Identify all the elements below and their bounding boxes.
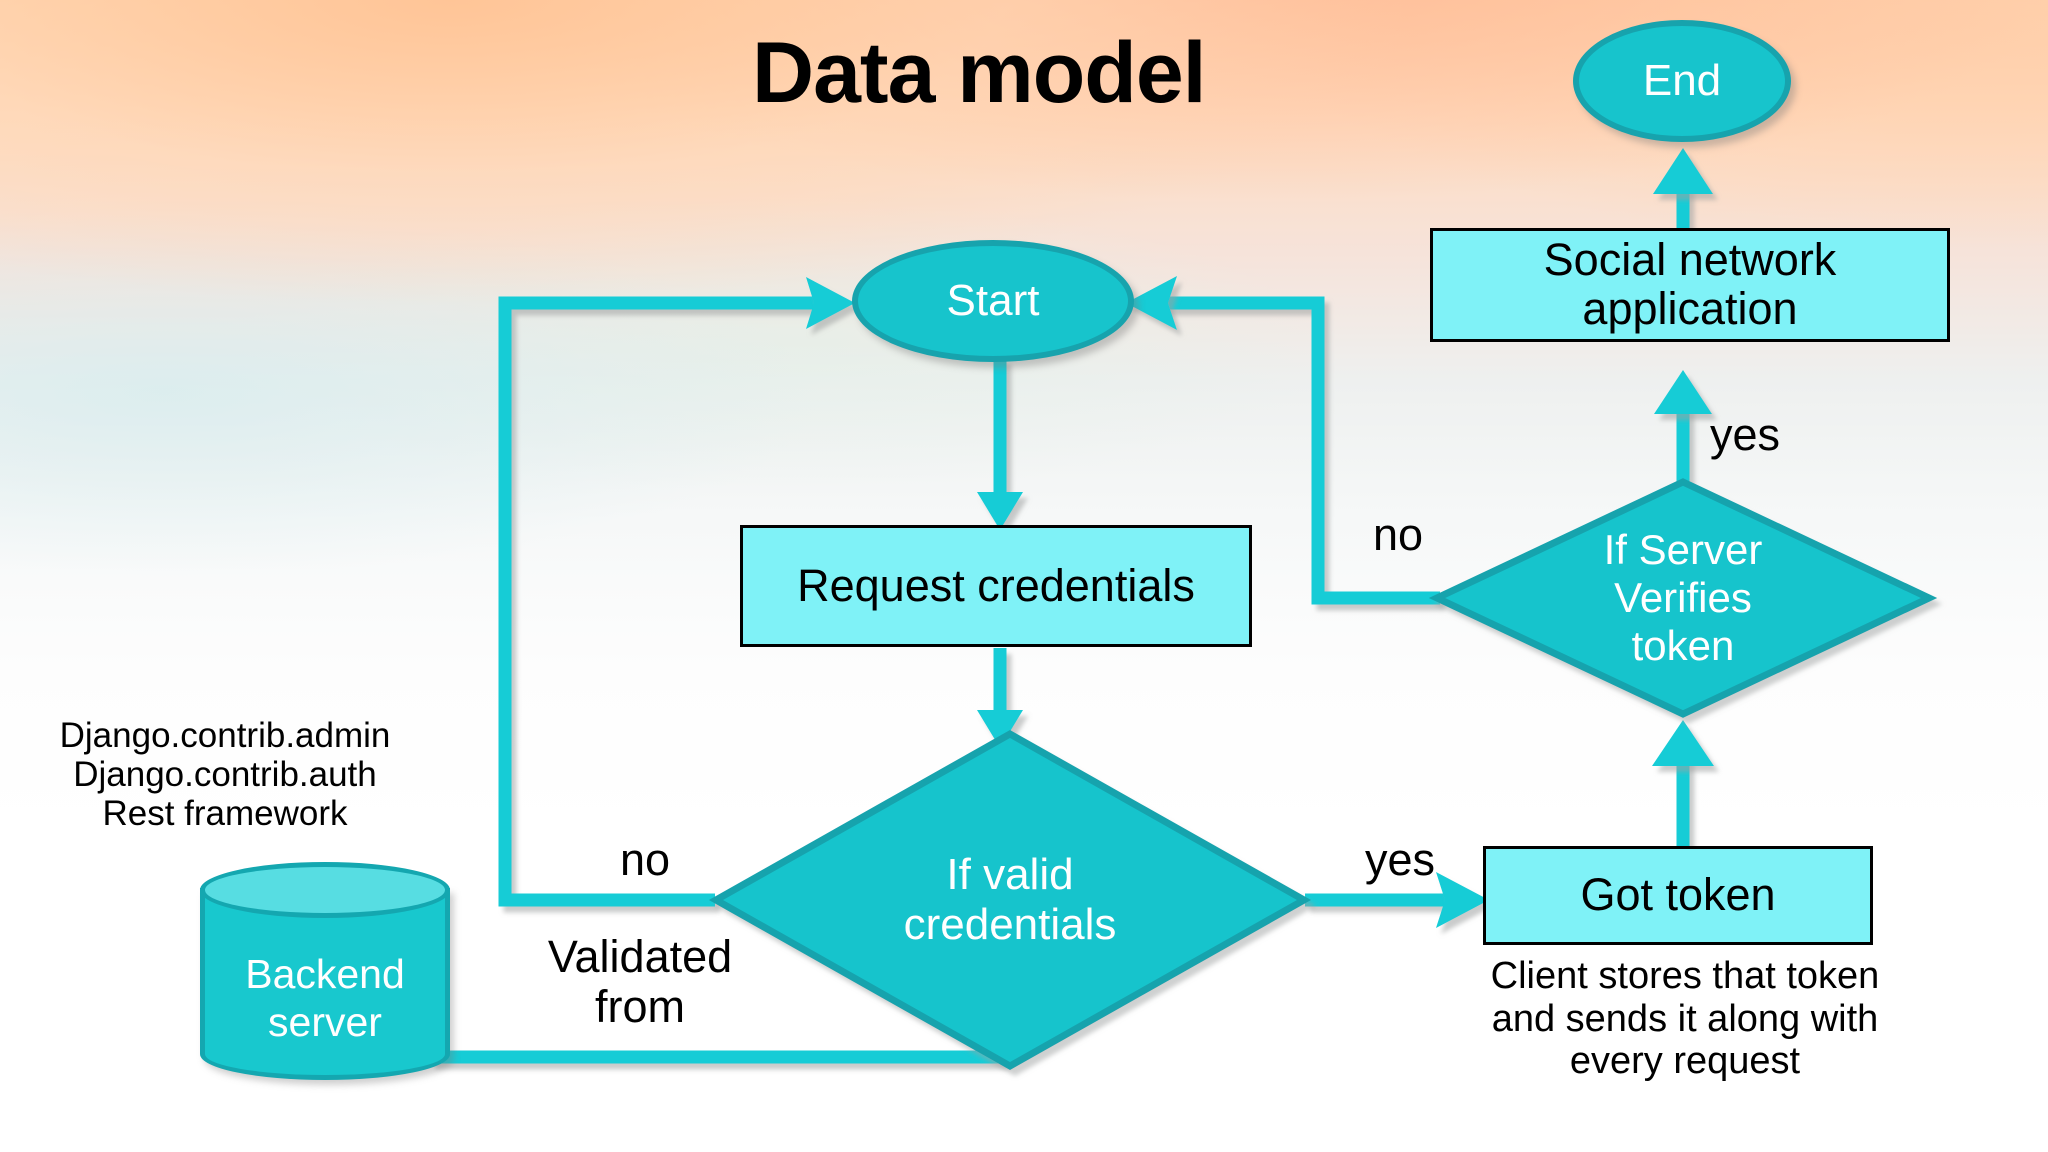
arrowhead-start-request	[977, 492, 1023, 530]
edge-label-yes-verify: yes	[1710, 409, 1781, 460]
node-start[interactable]: Start	[852, 240, 1134, 362]
node-got-token[interactable]: Got token	[1483, 846, 1873, 945]
node-request-credentials-label: Request credentials	[797, 559, 1195, 611]
node-backend-line1: Backend	[245, 951, 405, 998]
verify-diamond-shape	[1428, 478, 1938, 718]
edge-label-no-verify: no	[1372, 509, 1424, 560]
node-if-valid-credentials[interactable]: If valid credentials	[708, 729, 1312, 1071]
edge-valid-no-to-start	[498, 296, 820, 907]
node-request-credentials[interactable]: Request credentials	[740, 525, 1252, 647]
arrowhead-social-end	[1653, 148, 1713, 194]
edge-label-yes-valid: yes	[1364, 834, 1436, 885]
edge-verify-no-to-start	[1160, 296, 1440, 605]
edge-label-no-valid: no	[619, 834, 671, 885]
node-backend-line2: server	[268, 999, 382, 1045]
arrowhead-request-valid	[977, 710, 1023, 748]
cylinder-top	[200, 862, 450, 918]
arrowhead-gottoken-verify	[1652, 720, 1714, 766]
page-title: Data model	[752, 25, 1207, 121]
arrowhead-verify-yes-social	[1654, 370, 1712, 414]
annotation-token-note: Client stores that token and sends it al…	[1490, 955, 1880, 1083]
node-end[interactable]: End	[1573, 20, 1791, 142]
arrowhead-valid-no-start	[806, 277, 855, 329]
node-start-label: Start	[946, 276, 1040, 325]
node-backend-server[interactable]: Backend server	[200, 862, 450, 1080]
arrowhead-verify-no-start	[1126, 276, 1177, 330]
node-if-server-verifies-token[interactable]: If Server Verifies token	[1428, 478, 1938, 718]
valid-diamond-shape	[708, 729, 1312, 1071]
edge-label-validated-from: Validated from	[547, 931, 733, 1033]
annotation-django-stack: Django.contrib.admin Django.contrib.auth…	[59, 716, 391, 834]
node-got-token-label: Got token	[1580, 869, 1776, 921]
arrowhead-valid-yes-gottoken	[1436, 872, 1489, 928]
node-social-line1: Social network	[1543, 234, 1837, 286]
node-social-line2: application	[1582, 283, 1798, 334]
node-end-label: End	[1642, 56, 1722, 105]
cylinder-body	[200, 888, 450, 1080]
node-social-network-application[interactable]: Social network application	[1430, 228, 1950, 342]
